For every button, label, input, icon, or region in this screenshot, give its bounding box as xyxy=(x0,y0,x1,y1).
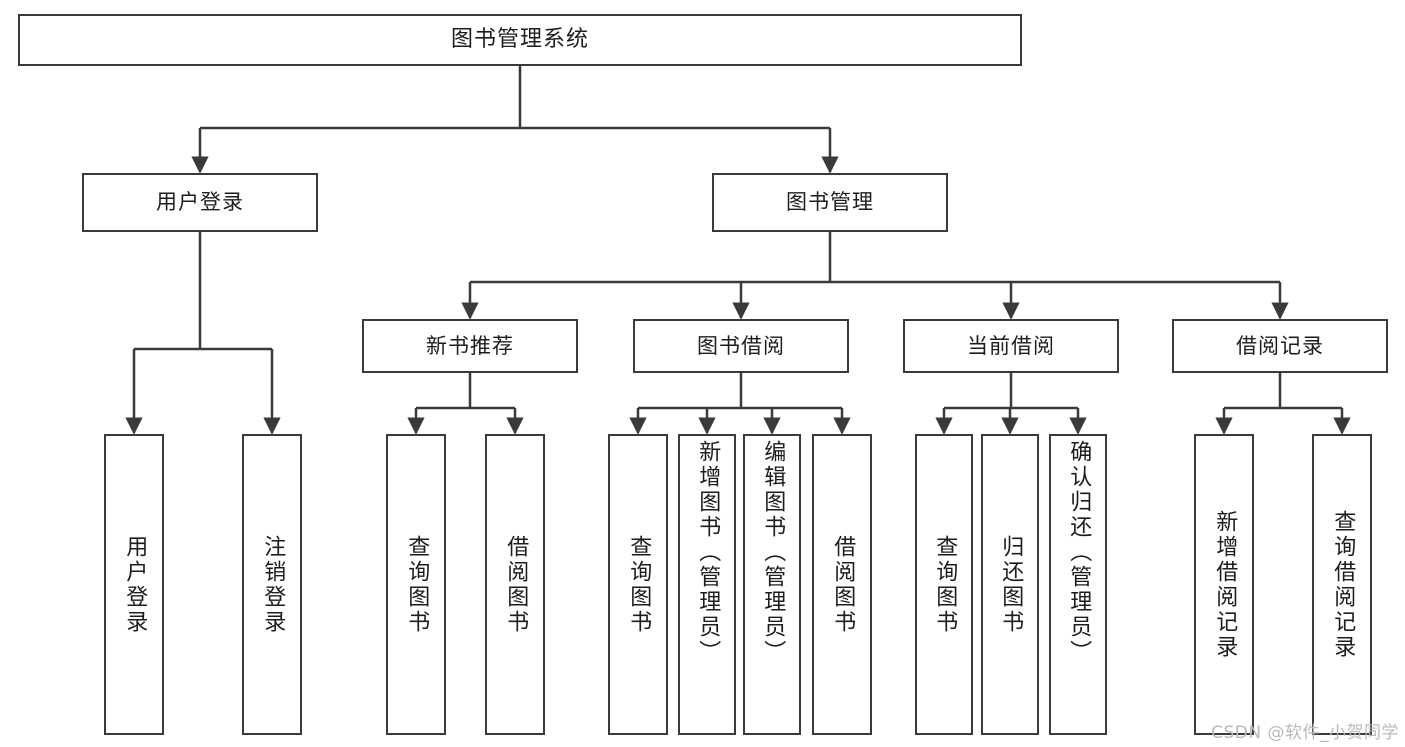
node-label: 图书借阅 xyxy=(697,333,785,358)
node-label: 图书管理系统 xyxy=(450,27,589,53)
node-label: 用户登录 xyxy=(156,190,244,215)
node-label: 新书推荐 xyxy=(426,333,514,358)
node-label: 查询图书 xyxy=(404,534,430,635)
node-newbook[interactable]: 新书推荐 xyxy=(362,319,578,373)
node-b1[interactable]: 查询图书 xyxy=(608,434,668,735)
node-label: 借阅记录 xyxy=(1236,333,1324,358)
node-n2[interactable]: 借阅图书 xyxy=(485,434,545,735)
node-label: 注销登录 xyxy=(260,534,286,635)
node-b3[interactable]: 编辑图书（管理员） xyxy=(743,434,801,735)
node-login[interactable]: 用户登录 xyxy=(82,173,318,232)
node-label: 查询借阅记录 xyxy=(1330,509,1356,660)
node-label: 查询图书 xyxy=(626,534,652,635)
node-l2[interactable]: 注销登录 xyxy=(242,434,302,735)
node-current[interactable]: 当前借阅 xyxy=(903,319,1119,373)
watermark-text: CSDN @软件_小贺同学 xyxy=(1211,723,1399,743)
node-borrow[interactable]: 图书借阅 xyxy=(633,319,849,373)
node-label: 新增借阅记录 xyxy=(1212,509,1238,660)
node-label: 当前借阅 xyxy=(967,333,1055,358)
node-r1[interactable]: 新增借阅记录 xyxy=(1194,434,1254,735)
node-c2[interactable]: 归还图书 xyxy=(981,434,1039,735)
node-b4[interactable]: 借阅图书 xyxy=(812,434,872,735)
node-n1[interactable]: 查询图书 xyxy=(386,434,446,735)
node-records[interactable]: 借阅记录 xyxy=(1172,319,1388,373)
node-c3[interactable]: 确认归还（管理员） xyxy=(1049,434,1107,735)
node-label: 查询图书 xyxy=(932,534,958,635)
node-c1[interactable]: 查询图书 xyxy=(915,434,973,735)
node-label: 编辑图书（管理员） xyxy=(760,440,786,665)
node-bookmgmt[interactable]: 图书管理 xyxy=(712,173,948,232)
node-root[interactable]: 图书管理系统 xyxy=(18,14,1022,66)
node-label: 确认归还（管理员） xyxy=(1066,440,1092,665)
node-label: 用户登录 xyxy=(122,534,148,635)
node-label: 新增图书（管理员） xyxy=(695,440,721,665)
node-r2[interactable]: 查询借阅记录 xyxy=(1312,434,1372,735)
node-label: 借阅图书 xyxy=(503,534,529,635)
node-label: 借阅图书 xyxy=(830,534,856,635)
node-label: 归还图书 xyxy=(998,534,1024,635)
node-l1[interactable]: 用户登录 xyxy=(104,434,164,735)
node-label: 图书管理 xyxy=(786,190,874,215)
node-b2[interactable]: 新增图书（管理员） xyxy=(678,434,736,735)
